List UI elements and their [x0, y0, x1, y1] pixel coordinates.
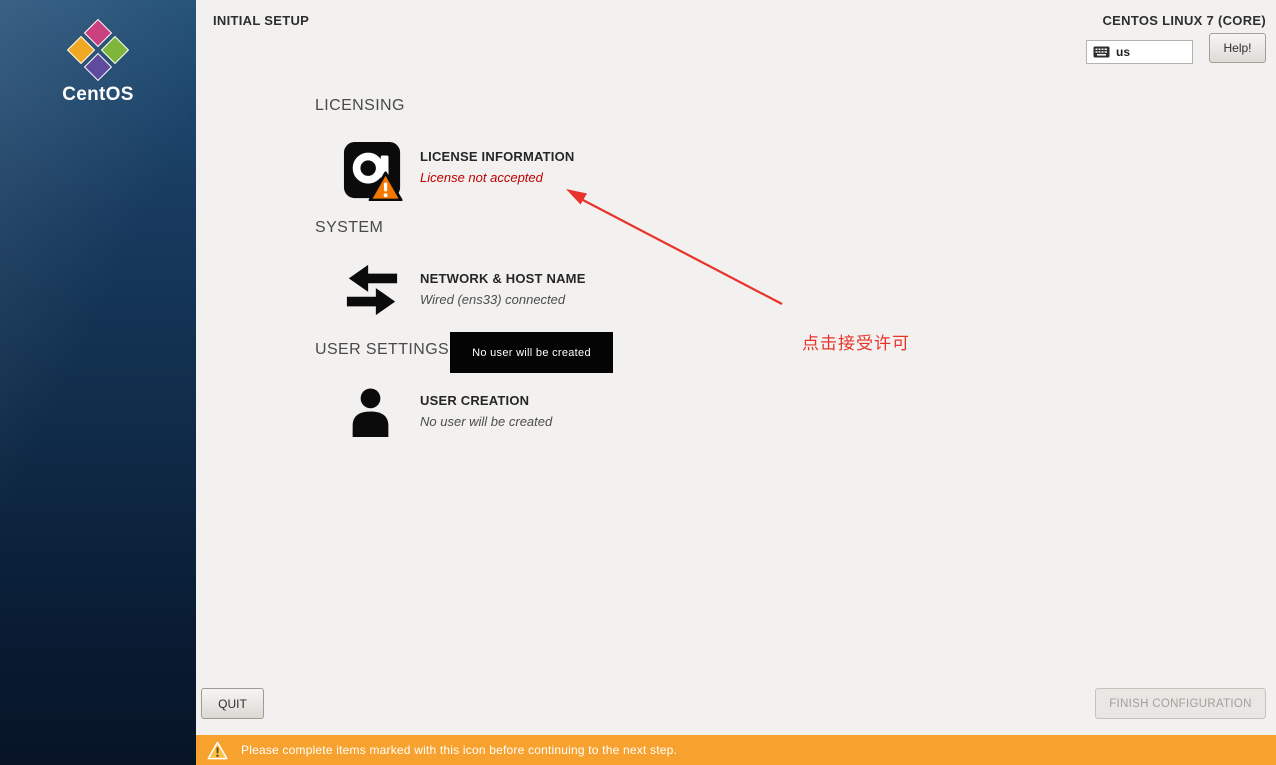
sidebar: CentOS — [0, 0, 196, 765]
page-title: INITIAL SETUP — [213, 13, 310, 28]
warning-bar: Please complete items marked with this i… — [196, 735, 1276, 765]
centos-logo: CentOS — [0, 18, 196, 106]
spoke-user-creation[interactable]: USER CREATION No user will be created — [347, 386, 647, 446]
section-heading-system: SYSTEM — [315, 219, 384, 236]
section-heading-user-settings: USER SETTINGS — [315, 341, 450, 358]
quit-button[interactable]: QUIT — [201, 688, 264, 719]
brand-name: CentOS — [62, 84, 134, 105]
warning-badge-icon — [368, 171, 403, 201]
keyboard-layout-label: us — [1116, 45, 1131, 59]
product-name: CENTOS LINUX 7 (CORE) — [1102, 13, 1266, 28]
centos-pinwheel-icon — [66, 18, 130, 82]
spoke-subtitle: Wired (ens33) connected — [420, 292, 566, 307]
warning-message: Please complete items marked with this i… — [241, 743, 678, 757]
annotation-text: 点击接受许可 — [802, 334, 910, 353]
spoke-subtitle: License not accepted — [420, 170, 543, 185]
help-button[interactable]: Help! — [1209, 33, 1266, 63]
keyboard-layout-button[interactable]: us — [1086, 40, 1193, 64]
help-button-label: Help! — [1223, 41, 1252, 55]
spoke-title: USER CREATION — [420, 393, 530, 408]
finish-button-label: FINISH CONFIGURATION — [1109, 697, 1252, 710]
spoke-title: NETWORK & HOST NAME — [420, 271, 586, 286]
quit-button-label: QUIT — [218, 696, 247, 711]
section-heading-licensing: LICENSING — [315, 97, 405, 114]
spoke-license-information[interactable]: LICENSE INFORMATION License not accepted — [343, 141, 643, 201]
spoke-subtitle: No user will be created — [420, 414, 553, 429]
license-icon — [343, 141, 403, 201]
spoke-title: LICENSE INFORMATION — [420, 149, 575, 164]
warning-icon — [207, 741, 228, 759]
spoke-network-hostname[interactable]: NETWORK & HOST NAME Wired (ens33) connec… — [341, 260, 641, 320]
keyboard-icon — [1093, 46, 1110, 58]
user-icon — [352, 388, 389, 437]
tooltip: No user will be created — [450, 332, 613, 373]
finish-configuration-button[interactable]: FINISH CONFIGURATION — [1095, 688, 1266, 719]
network-icon — [346, 264, 398, 316]
